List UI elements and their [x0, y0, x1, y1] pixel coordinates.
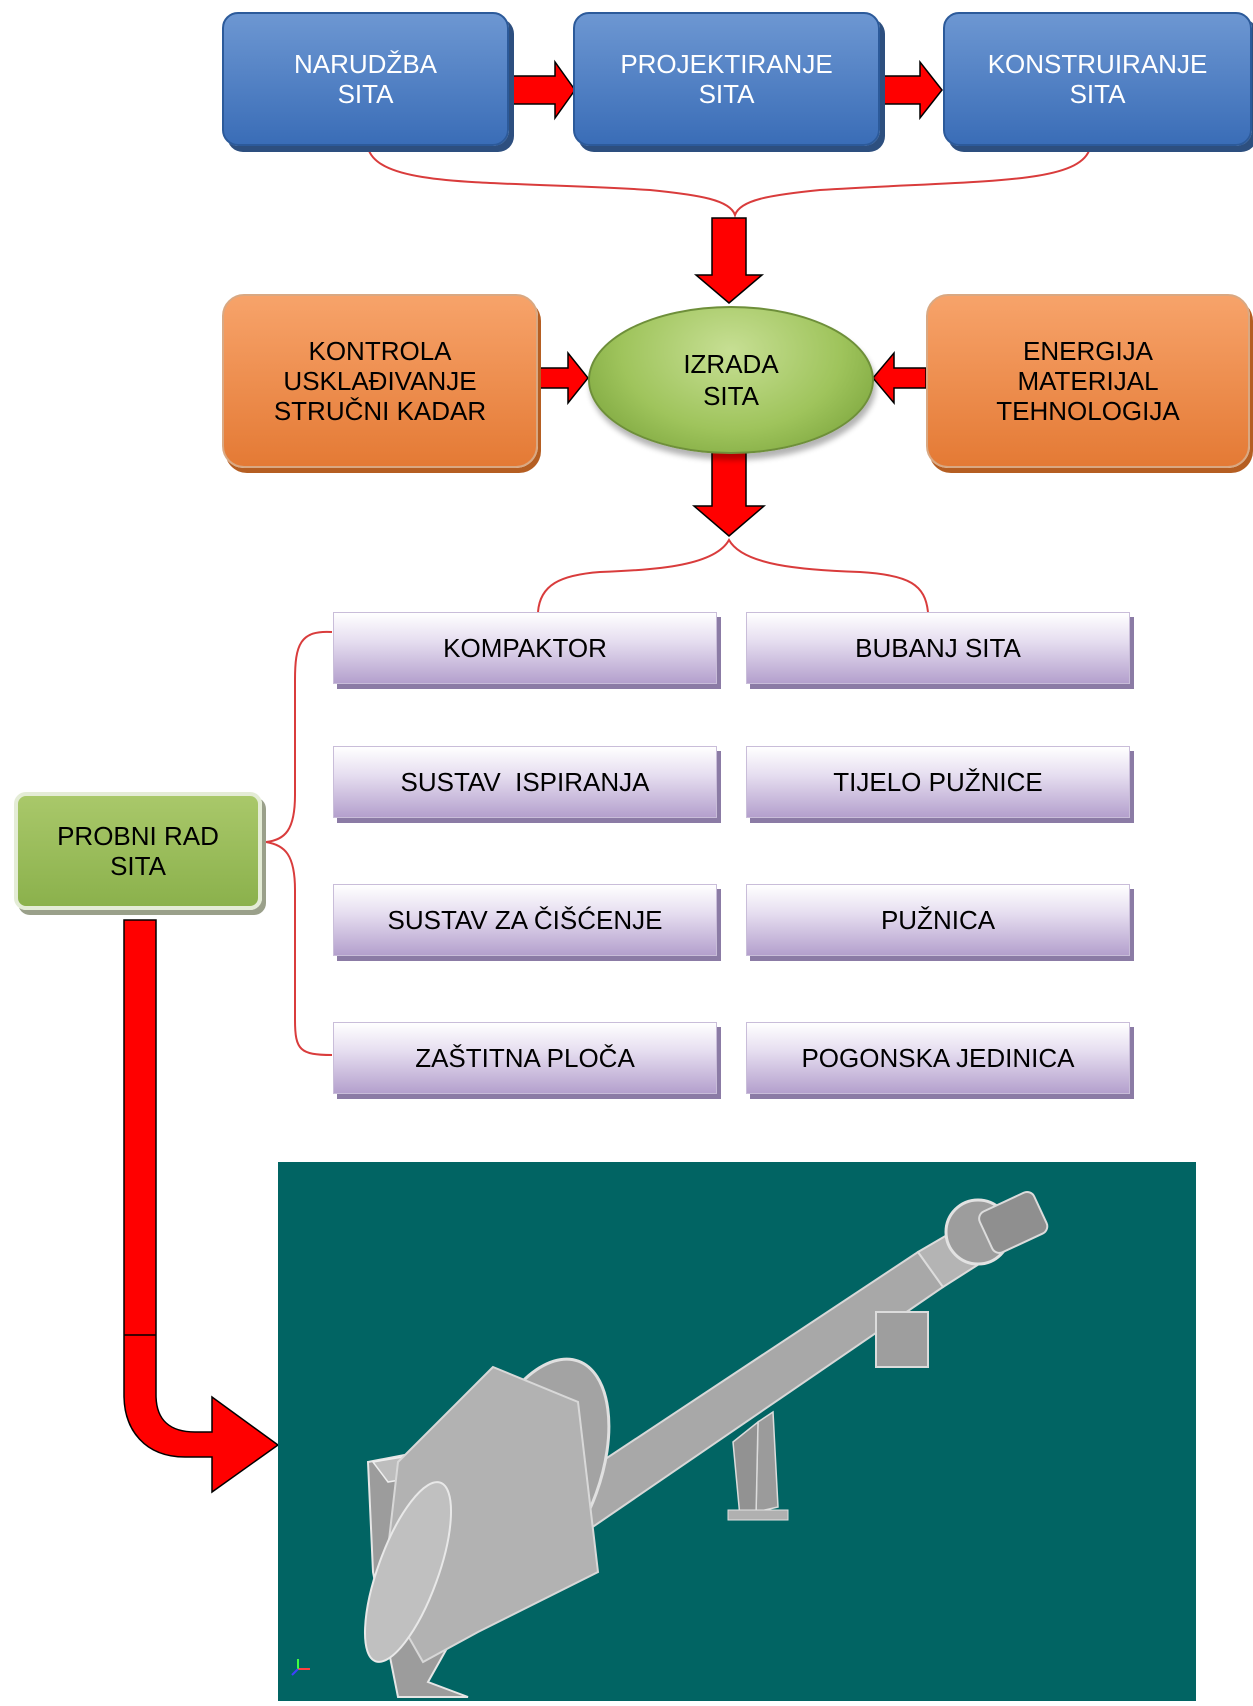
drum-body: [381, 1365, 600, 1664]
izrada-line2: SITA: [703, 381, 759, 411]
component-label: SUSTAV ISPIRANJA: [400, 767, 650, 797]
probni-line1: PROBNI RAD: [57, 821, 219, 851]
support-leg-2: [732, 1420, 759, 1518]
kontrola-line2: USKLAĐIVANJE: [283, 366, 477, 396]
component-sustav-za-ciscenje: SUSTAV ZA ČIŠĆENJE: [333, 884, 717, 956]
component-pogonska-jedinica: POGONSKA JEDINICA: [746, 1022, 1130, 1094]
kontrola-line1: KONTROLA: [308, 336, 452, 366]
konstruiranje-line1: KONSTRUIRANJE: [987, 49, 1208, 79]
component-label: SUSTAV ZA ČIŠĆENJE: [387, 905, 663, 935]
drive-motor: [978, 1191, 1049, 1254]
arrow-narudzba-projektiranje: [507, 59, 576, 121]
narudzba-line2: SITA: [337, 79, 394, 109]
leg-base: [727, 1509, 789, 1521]
projektiranje-line1: PROJEKTIRANJE: [620, 49, 833, 79]
drum-front: [363, 1481, 453, 1663]
box-energija: ENERGIJA MATERIJAL TEHNOLOGIJA: [926, 294, 1250, 468]
component-label: PUŽNICA: [880, 905, 996, 935]
component-label: KOMPAKTOR: [443, 633, 607, 663]
discharge-chute: [875, 1311, 929, 1368]
konstruiranje-line2: SITA: [1069, 79, 1126, 109]
arrow-left-to-izrada: [534, 350, 589, 406]
projektiranje-line2: SITA: [698, 79, 755, 109]
component-label: ZAŠTITNA PLOČA: [415, 1043, 635, 1073]
component-label: POGONSKA JEDINICA: [801, 1043, 1075, 1073]
box-projektiranje: PROJEKTIRANJE SITA: [573, 12, 880, 146]
box-konstruiranje: KONSTRUIRANJE SITA: [943, 12, 1252, 146]
component-puznica: PUŽNICA: [746, 884, 1130, 956]
energija-line3: TEHNOLOGIJA: [996, 396, 1180, 426]
component-bubanj-sita: BUBANJ SITA: [746, 612, 1130, 684]
box-probni-rad: PROBNI RAD SITA: [14, 792, 262, 910]
component-zastitna-ploca: ZAŠTITNA PLOČA: [333, 1022, 717, 1094]
arrow-projektiranje-konstruiranje: [877, 59, 943, 121]
component-kompaktor: KOMPAKTOR: [333, 612, 717, 684]
component-label: TIJELO PUŽNICE: [833, 767, 1043, 797]
arrow-probni-to-render: [123, 919, 280, 1494]
izrada-line1: IZRADA: [683, 349, 779, 379]
arrow-right-to-izrada: [872, 350, 927, 406]
support-leg: [755, 1410, 779, 1513]
component-sustav-ispiranja: SUSTAV ISPIRANJA: [333, 746, 717, 818]
component-label: BUBANJ SITA: [855, 633, 1021, 663]
energija-line1: ENERGIJA: [1022, 336, 1154, 366]
box-kontrola: KONTROLA USKLAĐIVANJE STRUČNI KADAR: [222, 294, 538, 468]
box-narudzba: NARUDŽBA SITA: [222, 12, 509, 146]
trial-brace-connector: [265, 630, 333, 1056]
ellipse-izrada: IZRADA SITA: [588, 306, 874, 454]
arrow-down-to-izrada: [693, 217, 765, 304]
components-brace-connector: [537, 537, 929, 613]
narudzba-line1: NARUDŽBA: [293, 49, 437, 79]
top-brace-connector: [367, 147, 1091, 219]
axis-gizmo: [291, 1659, 310, 1676]
probni-line2: SITA: [110, 851, 166, 881]
machine-illustration: [291, 1191, 1049, 1698]
component-tijelo-puznice: TIJELO PUŽNICE: [746, 746, 1130, 818]
energija-line2: MATERIJAL: [1017, 366, 1159, 396]
kontrola-line3: STRUČNI KADAR: [273, 396, 487, 426]
machine-render: [278, 1162, 1196, 1701]
arrow-down-from-izrada: [691, 447, 767, 537]
